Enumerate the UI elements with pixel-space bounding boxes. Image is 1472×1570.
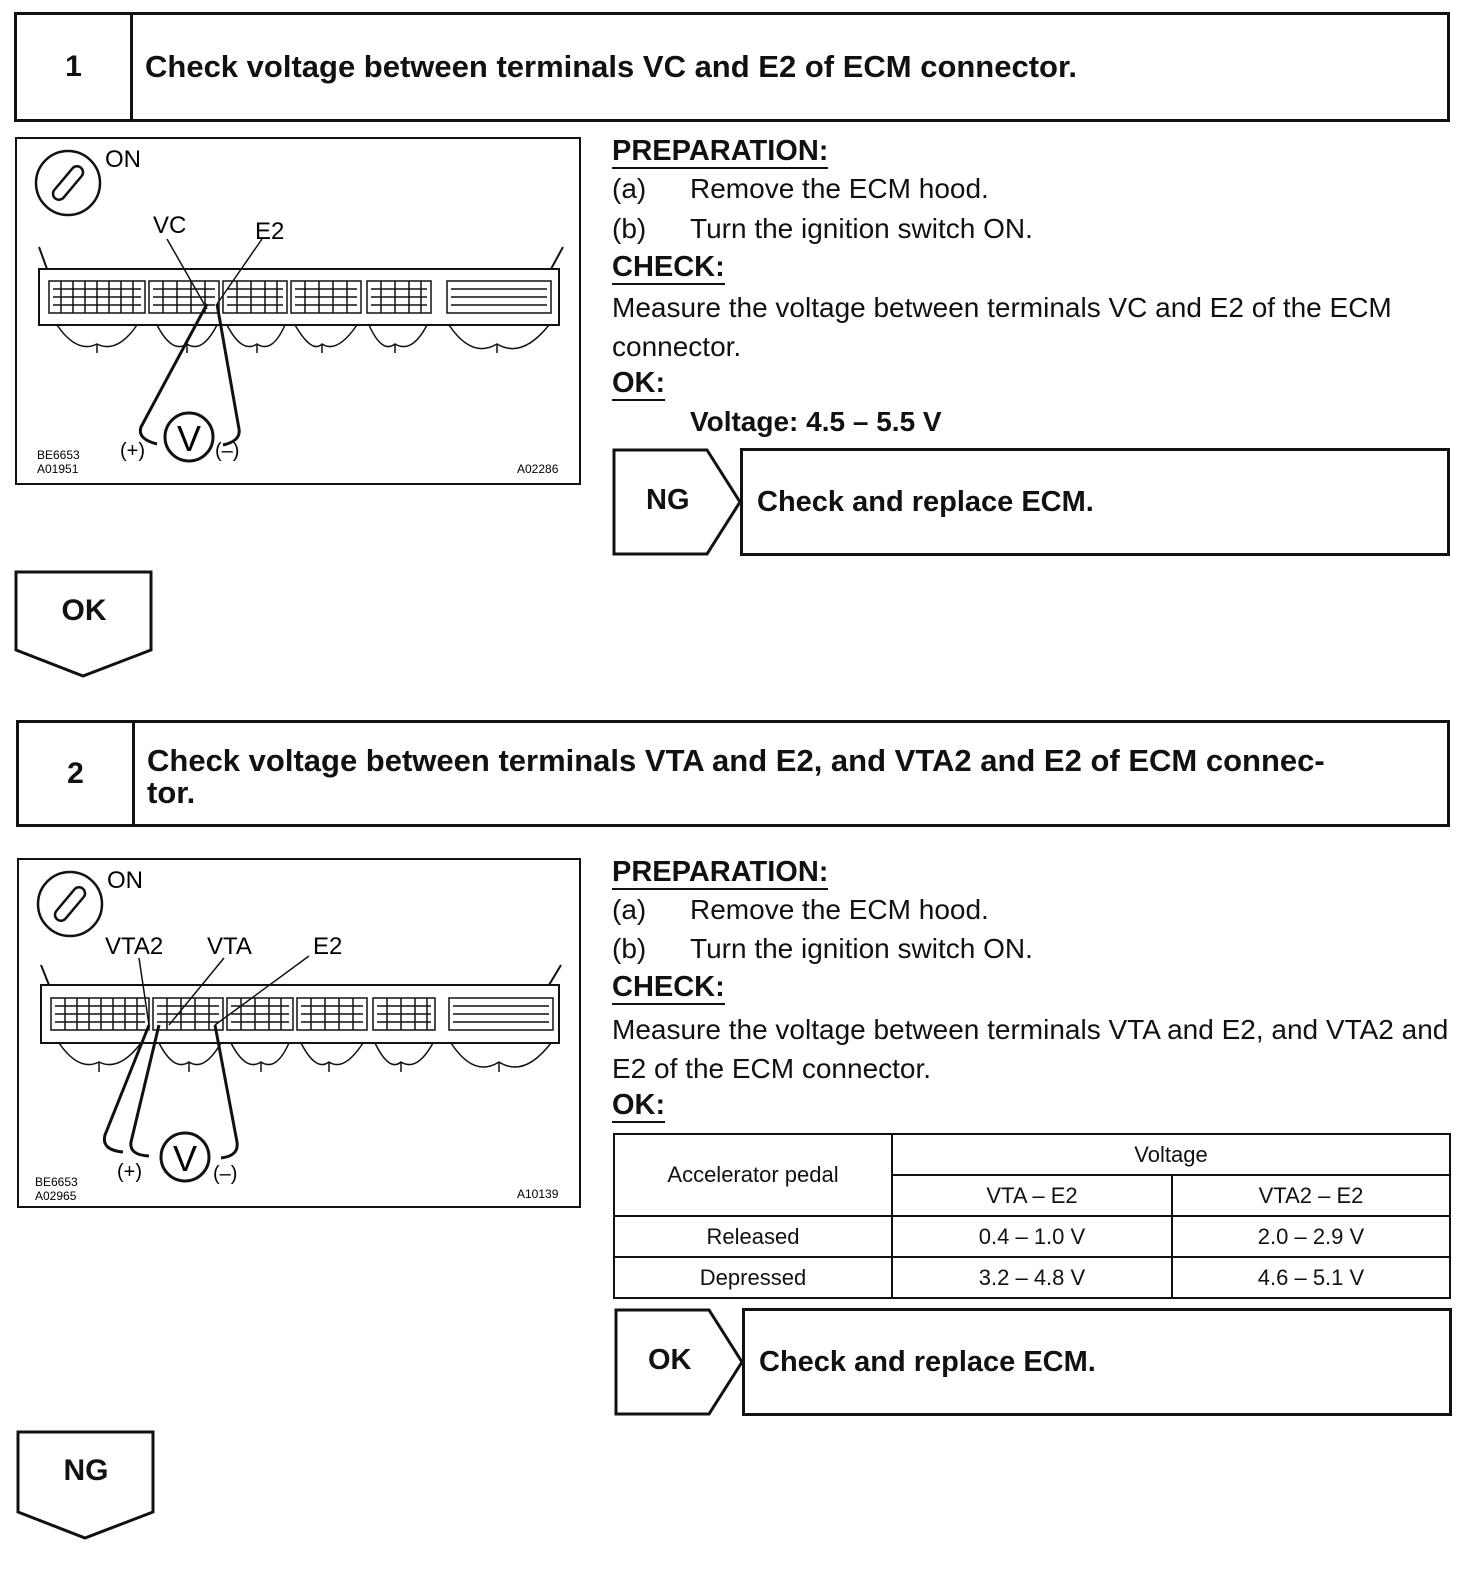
table-row: Released 0.4 – 1.0 V 2.0 – 2.9 V [613,1215,1451,1258]
ok-heading: OK: [612,367,666,401]
terminal-label-vta: VTA [207,933,252,960]
table-cell: 3.2 – 4.8 V [891,1256,1173,1299]
check-text: Measure the voltage between terminals VC… [612,292,1392,362]
terminal-label-vta2: VTA2 [105,933,163,960]
branch-arrow-icon [612,448,742,556]
table-cell: 4.6 – 5.1 V [1171,1256,1451,1299]
figure-code: A01951 [37,462,79,476]
item-label: (b) [612,933,647,964]
item-label: (a) [612,173,647,204]
voltage-table: Accelerator pedal Voltage VTA – E2 VTA2 … [613,1133,1451,1299]
step-title-line: Check voltage between terminals VTA and … [147,743,1325,778]
item-text: Remove the ECM hood. [690,173,989,204]
terminal-label-e2: E2 [313,933,342,960]
prep-item-a: (a) Remove the ECM hood. [612,893,989,927]
table-cell: 2.0 – 2.9 V [1171,1215,1451,1258]
check-heading: CHECK: [612,971,725,1005]
item-text: Turn the ignition switch ON. [690,213,1033,244]
table-subheader: VTA – E2 [891,1174,1173,1217]
item-text: Turn the ignition switch ON. [690,933,1033,964]
voltmeter-symbol: V [173,1138,197,1179]
connector-diagram-2: V ON VTA2 VTA E2 (+) (–) BE6653 A02965 A… [17,858,581,1208]
item-label: (a) [612,894,647,925]
item-text: Remove the ECM hood. [690,894,989,925]
down-arrow-icon [16,1430,155,1540]
check-heading: CHECK: [612,251,725,285]
plus-label: (+) [117,1161,142,1183]
next-label: NG [63,1454,109,1487]
branch-arrow-icon [614,1308,744,1416]
branch-label: NG [646,484,690,516]
connector-diagram-1: V ON VC E2 (+) (–) BE6653 A01951 A02286 [15,137,581,485]
voltage-spec: Voltage: 4.5 – 5.5 V [690,406,942,437]
figure-code: A02965 [35,1189,77,1203]
prep-item-b: (b) Turn the ignition switch ON. [612,932,1033,966]
next-step-arrow: NG [16,1430,156,1542]
preparation-heading: PREPARATION: [612,135,829,169]
branch-action: Check and replace ECM. [742,1308,1452,1416]
minus-label: (–) [215,440,239,462]
check-text: Measure the voltage between terminals VT… [612,1014,1449,1084]
down-arrow-icon [14,570,153,678]
plus-label: (+) [120,440,145,462]
terminal-label-e2: E2 [255,218,284,245]
branch-label: OK [648,1344,692,1376]
table-cell: Depressed [613,1256,893,1299]
step-1-header: 1 Check voltage between terminals VC and… [14,12,1450,122]
next-step-arrow: OK [14,570,154,680]
figure-code: A02286 [517,462,559,476]
step-number: 1 [17,15,133,119]
minus-label: (–) [213,1163,237,1185]
prep-item-b: (b) Turn the ignition switch ON. [612,212,1033,246]
table-subheader: VTA2 – E2 [1171,1174,1451,1217]
ignition-label: ON [107,867,143,894]
figure-code: BE6653 [37,448,80,462]
voltmeter-symbol: V [177,418,201,459]
branch-action: Check and replace ECM. [740,448,1450,556]
table-header-pedal: Accelerator pedal [613,1133,893,1217]
step-title: Check voltage between terminals VTA and … [147,745,1427,809]
table-cell: 0.4 – 1.0 V [891,1215,1173,1258]
figure-code: BE6653 [35,1175,78,1189]
item-label: (b) [612,213,647,244]
next-label: OK [61,594,107,627]
table-cell: Released [613,1215,893,1258]
ignition-label: ON [105,146,141,173]
step-title-line: tor. [147,775,196,810]
step-title: Check voltage between terminals VC and E… [145,49,1077,84]
table-header-voltage: Voltage [891,1133,1451,1176]
preparation-heading: PREPARATION: [612,856,829,890]
ok-heading: OK: [612,1089,666,1123]
step-2-header: 2 Check voltage between terminals VTA an… [16,720,1450,827]
step-number: 2 [19,723,135,824]
figure-code: A10139 [517,1187,559,1201]
table-row: Depressed 3.2 – 4.8 V 4.6 – 5.1 V [613,1256,1451,1299]
connector-illustration: V ON VC E2 (+) (–) BE6653 A01951 A02286 [34,146,564,476]
terminal-label-vc: VC [153,212,186,239]
connector-illustration: V ON VTA2 VTA E2 (+) (–) BE6653 A02965 A… [35,867,562,1203]
prep-item-a: (a) Remove the ECM hood. [612,172,989,206]
